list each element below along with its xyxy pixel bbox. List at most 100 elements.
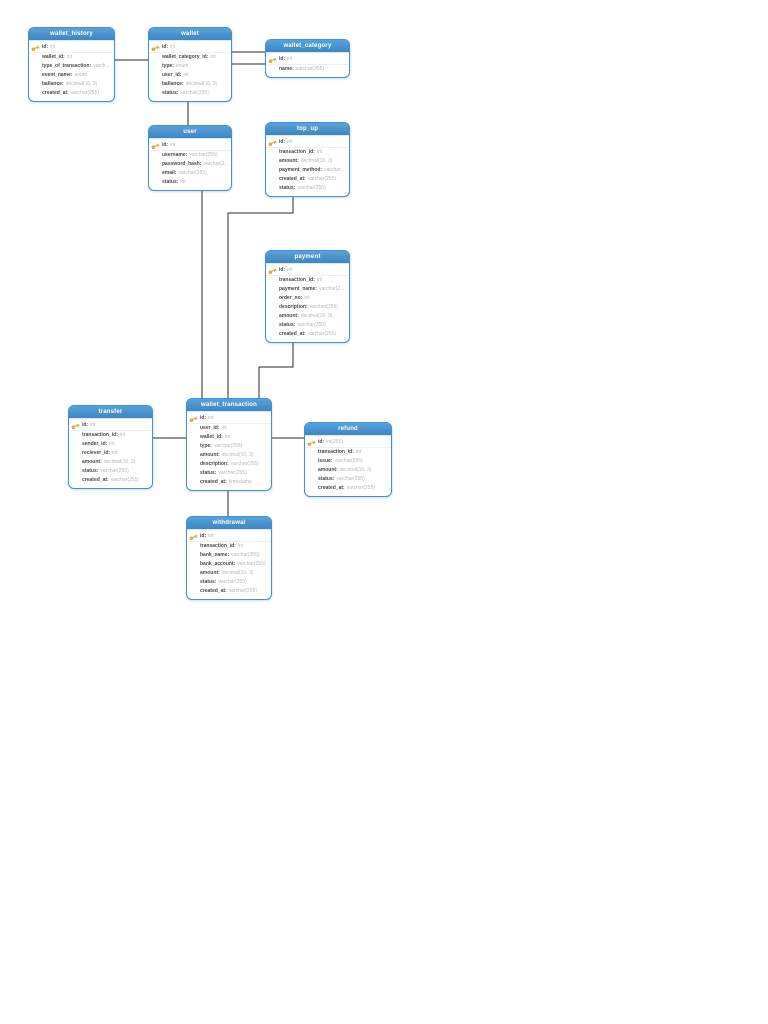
field-type: int(255) — [326, 439, 344, 445]
field-type: int — [304, 295, 310, 301]
field-type: varchar(255) — [110, 477, 140, 483]
table-payment: paymentidinttransaction_idintpayment_nam… — [265, 250, 350, 343]
field-type: varchar(255) — [237, 561, 266, 567]
field-row: idint — [266, 138, 349, 148]
field-type: int — [170, 142, 176, 148]
field-name: transaction_id — [279, 149, 315, 155]
field-row: created_atvarchar(255) — [266, 330, 349, 339]
table-fields: idintwallet_category_idinttypeenumuser_i… — [149, 41, 231, 101]
field-name: ballance — [162, 81, 184, 87]
field-row: statusvarchar(255) — [266, 184, 349, 193]
field-row: user_idint — [149, 71, 231, 80]
field-row: namevarchar(255) — [266, 65, 349, 74]
primary-key-icon — [307, 440, 316, 446]
field-row: transaction_idint — [69, 431, 152, 440]
field-type: varchar(255) — [307, 331, 337, 337]
field-name: id — [42, 44, 48, 50]
field-row: amountdecimal(10, 3) — [266, 312, 349, 321]
field-type: decimal(10, 3) — [65, 81, 98, 87]
table-fields: idintuser_idintwallet_idinttypevarchar(2… — [187, 412, 271, 490]
field-name: transaction_id — [279, 277, 315, 283]
field-name: created_at — [279, 331, 306, 337]
field-name: transaction_id — [200, 543, 236, 549]
field-name: created_at — [200, 588, 227, 594]
table-withdrawal: withdrawalidinttransaction_idintbank_nam… — [186, 516, 272, 600]
field-type: varchar(255) — [309, 304, 338, 310]
field-row: order_noint — [266, 294, 349, 303]
field-type: decimal(10, 3) — [185, 81, 218, 87]
field-row: transaction_idint — [266, 148, 349, 157]
field-name: name — [279, 66, 294, 72]
table-fields: idinttransaction_idintsender_idintreciev… — [69, 419, 152, 488]
table-wallet_category: wallet_categoryidintnamevarchar(255) — [265, 39, 350, 78]
field-row: idint — [29, 43, 114, 53]
primary-key-icon — [71, 423, 80, 429]
field-name: id — [279, 139, 285, 145]
field-row: transaction_idint — [187, 542, 271, 551]
field-type: int — [109, 441, 115, 447]
table-title: transfer — [69, 406, 152, 419]
field-name: type_of_transaction — [42, 63, 91, 69]
table-wallet: walletidintwallet_category_idinttypeenum… — [148, 27, 232, 102]
field-name: user_id — [162, 72, 181, 78]
field-row: idint — [266, 266, 349, 276]
field-name: transaction_id — [82, 432, 118, 438]
table-title: wallet — [149, 28, 231, 41]
field-type: int — [208, 415, 214, 421]
primary-key-icon — [31, 45, 40, 51]
field-name: sender_id — [82, 441, 107, 447]
field-row: usernamevarchar(255) — [149, 151, 231, 160]
connector-payment-wallet_transaction — [258, 337, 294, 398]
field-name: created_at — [318, 485, 345, 491]
field-name: id — [200, 415, 206, 421]
field-type: int — [224, 434, 231, 440]
field-row: created_atvarchar(255) — [266, 175, 349, 184]
table-fields: idint(255)transaction_idintissuevarchar(… — [305, 436, 391, 496]
field-type: int — [287, 56, 293, 62]
field-type: int — [208, 533, 214, 539]
field-row: bank_namevarchar(255) — [187, 551, 271, 560]
field-name: id — [318, 439, 324, 445]
field-type: int — [112, 450, 118, 456]
field-name: status — [200, 470, 216, 476]
field-type: int — [210, 54, 216, 60]
field-type: varch... — [93, 63, 110, 69]
field-name: payment_method — [279, 167, 322, 173]
field-type: decimal(10, 3) — [300, 158, 333, 164]
field-name: status — [162, 90, 178, 96]
table-fields: idintusernamevarchar(255)password_hashva… — [149, 139, 231, 190]
table-fields: idinttransaction_idintamountdecimal(10, … — [266, 136, 349, 196]
field-row: idint(255) — [305, 438, 391, 448]
field-row: typevarchar(255) — [187, 442, 271, 451]
primary-key-icon — [189, 416, 198, 422]
field-row: statusvarchar(255) — [69, 467, 152, 476]
primary-key-icon — [268, 268, 277, 274]
field-type: varchar... — [324, 167, 345, 173]
field-row: statusvarchar(255) — [187, 469, 271, 478]
field-name: status — [200, 579, 216, 585]
table-refund: refundidint(255)transaction_idintissueva… — [304, 422, 392, 497]
field-row: created_atvarchar(255) — [187, 587, 271, 596]
field-type: varchar(255) — [228, 588, 258, 594]
field-row: wallet_category_idint — [149, 53, 231, 62]
field-type: varchar(2... — [203, 161, 229, 167]
field-name: created_at — [42, 90, 69, 96]
field-type: varchar(255) — [189, 152, 218, 158]
table-fields: idinttransaction_idintpayment_namevarcha… — [266, 264, 349, 342]
field-row: transaction_idint — [305, 448, 391, 457]
field-name: amount — [279, 158, 299, 164]
field-type: enum — [175, 63, 189, 69]
field-row: amountdecimal(10, 3) — [266, 157, 349, 166]
field-type: int — [170, 44, 176, 50]
field-name: status — [162, 179, 178, 185]
field-name: description — [279, 304, 308, 310]
field-row: payment_methodvarchar... — [266, 166, 349, 175]
field-name: status — [82, 468, 98, 474]
table-top_up: top_upidinttransaction_idintamountdecima… — [265, 122, 350, 197]
table-transfer: transferidinttransaction_idintsender_idi… — [68, 405, 153, 489]
field-row: created_atvarchar(255) — [29, 89, 114, 98]
table-fields: idinttransaction_idintbank_namevarchar(2… — [187, 530, 271, 599]
field-type: decimal(10, 3) — [103, 459, 136, 465]
field-name: event_name — [42, 72, 73, 78]
